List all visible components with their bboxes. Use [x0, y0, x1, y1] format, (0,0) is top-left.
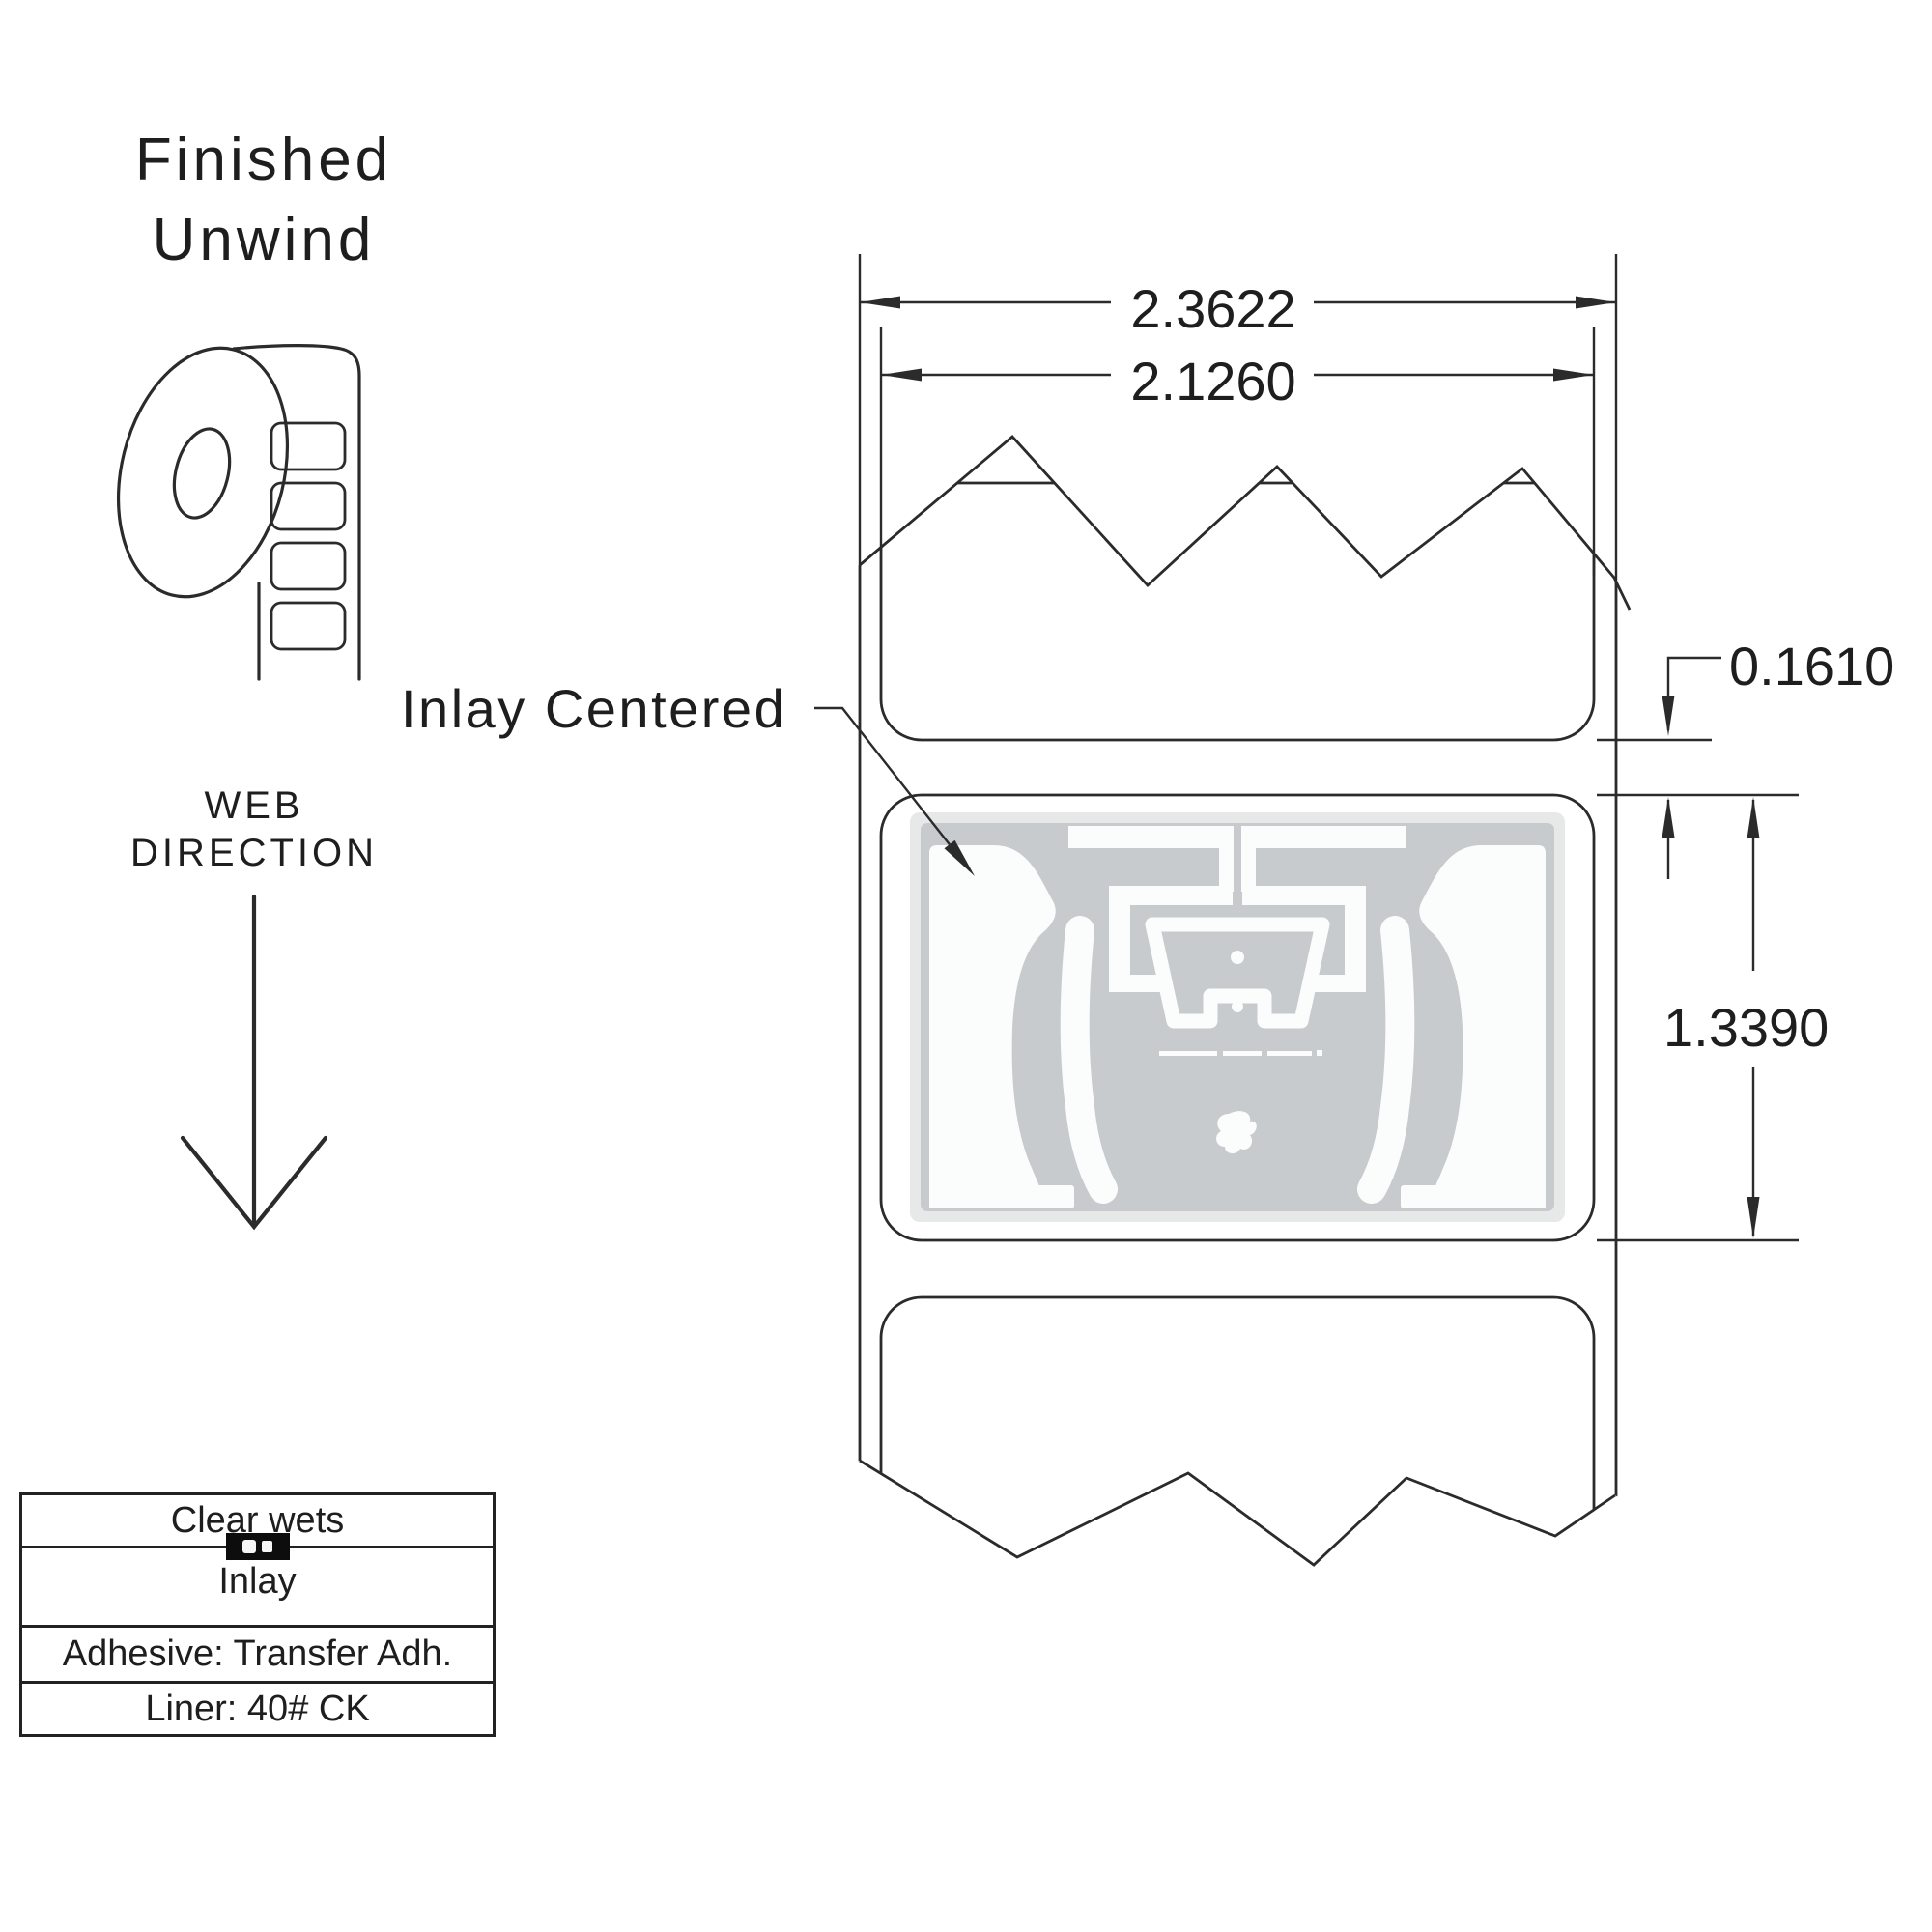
liner-label: Liner: 40# CK — [145, 1688, 370, 1729]
antenna-top-bar-right — [1252, 826, 1406, 848]
arrow-liner-width-left — [860, 296, 900, 309]
chip-pad-left — [242, 1540, 256, 1553]
arrow-liner-width-right — [1576, 296, 1616, 309]
web-direction-arrow — [180, 894, 328, 1231]
roll-face — [116, 346, 290, 599]
antenna-chip-loop — [1145, 917, 1330, 1029]
label-middle — [879, 793, 1596, 1242]
antenna-bracket-left-vert — [1109, 886, 1130, 992]
dim-label-width-value: 2.1260 — [1130, 351, 1296, 412]
dimension-lines — [814, 254, 1799, 1242]
antenna-bottom-band-right — [1401, 1185, 1546, 1208]
antenna-pattern — [929, 826, 1546, 1208]
table-row-inlay: Inlay — [22, 1533, 493, 1625]
rfid-chip-icon — [225, 1533, 290, 1560]
table-row-liner: Liner: 40# CK — [22, 1681, 493, 1734]
tear-lines — [859, 435, 1632, 1567]
inlay-centered-callout: Inlay Centered — [401, 678, 787, 739]
antenna-bracket-right-vert — [1345, 886, 1366, 992]
inlay-layer-label: Inlay — [218, 1561, 297, 1602]
roll-labels — [270, 421, 347, 651]
antenna-finger-right — [1357, 916, 1415, 1204]
inlay-logo-squiggle — [1216, 1111, 1257, 1154]
dim-gap-leader — [1666, 656, 1721, 730]
adhesive-label: Adhesive: Transfer Adh. — [62, 1634, 453, 1674]
arrow-label-width-right — [1553, 368, 1594, 382]
web-direction-line1: WEB — [204, 784, 304, 827]
finished-unwind-title: Finished Unwind — [85, 120, 442, 280]
antenna-feed-stub-right — [1241, 826, 1256, 892]
web-direction-label: WEB DIRECTION — [85, 782, 423, 877]
arrow-height-up — [1747, 797, 1760, 838]
antenna-dot-lower — [1232, 1001, 1243, 1012]
antenna-dot-upper — [1231, 951, 1244, 964]
antenna-bracket-right-top — [1242, 886, 1366, 905]
dim-liner-width-value: 2.3622 — [1130, 278, 1296, 339]
arrow-gap-up — [1662, 797, 1675, 838]
antenna-feed-stub-left — [1219, 826, 1234, 892]
antenna-finger-left — [1060, 916, 1118, 1204]
inlay-fine-print — [1159, 1050, 1322, 1056]
chip-pad-right — [262, 1541, 272, 1552]
finished-unwind-line2: Unwind — [152, 207, 376, 273]
antenna-right-window — [1419, 845, 1546, 1208]
antenna-strokes — [1060, 916, 1415, 1204]
antenna-bracket-right-bot — [1312, 975, 1366, 992]
construction-table: Clear wets Inlay Adhesive: Transfer Adh.… — [19, 1492, 496, 1737]
finished-unwind-line1: Finished — [134, 127, 393, 193]
arrow-inlay-leader — [944, 839, 975, 876]
antenna-bottom-band-left — [929, 1185, 1074, 1208]
label-top-partial — [879, 481, 1596, 742]
roll-core — [172, 427, 232, 520]
dim-label-gap-value: 0.1610 — [1729, 636, 1895, 696]
rfid-inlay — [910, 812, 1565, 1222]
arrow-head-down — [180, 1135, 328, 1231]
dim-label-height-value: 1.3390 — [1663, 997, 1830, 1058]
web-direction-line2: DIRECTION — [130, 832, 378, 874]
arrow-label-width-left — [881, 368, 922, 382]
tear-mask-top — [850, 404, 1634, 611]
antenna-top-bar-left — [1068, 826, 1223, 848]
tear-line-bottom — [859, 1459, 1616, 1567]
dimension-arrowheads — [860, 296, 1760, 1238]
table-row-adhesive: Adhesive: Transfer Adh. — [22, 1625, 493, 1681]
antenna-bracket-left-top — [1109, 886, 1233, 905]
antenna-left-window — [929, 845, 1056, 1208]
tear-line-top — [859, 435, 1632, 611]
tear-mask-bottom — [848, 1461, 1634, 1644]
arrow-height-down — [1747, 1197, 1760, 1238]
arrow-gap-down — [1662, 696, 1675, 736]
antenna-bracket-left-bot — [1109, 975, 1163, 992]
inlay-leader-line — [814, 706, 971, 871]
roll-web-right-edge — [232, 344, 361, 681]
label-roll-icon — [116, 344, 361, 681]
